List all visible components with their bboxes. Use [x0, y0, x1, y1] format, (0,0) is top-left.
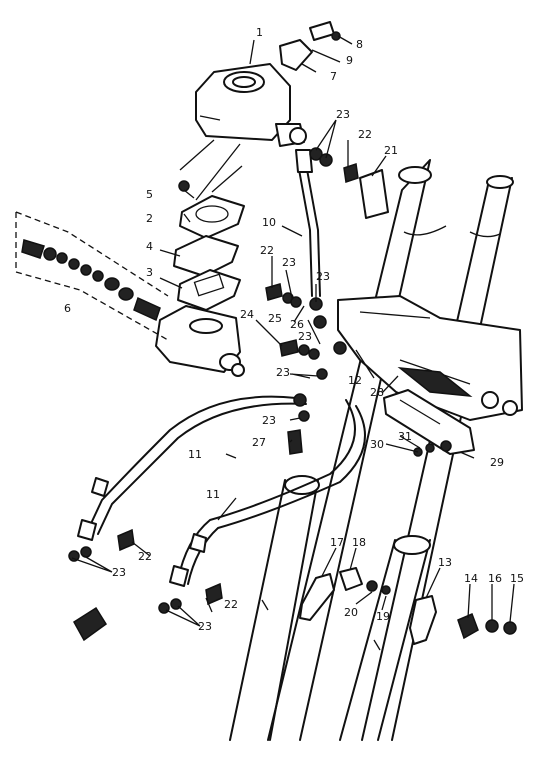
label-1: 1 — [256, 26, 263, 39]
label-14: 14 — [464, 572, 478, 585]
label-25: 25 — [268, 312, 282, 325]
label-23-g: 23 — [198, 620, 212, 633]
master-cylinder-top — [195, 63, 307, 147]
callout-labels: 1 2 3 4 5 6 7 8 9 10 11 11 12 13 14 15 1… — [64, 26, 524, 633]
label-7: 7 — [330, 70, 337, 83]
label-5: 5 — [146, 188, 153, 201]
label-24: 24 — [240, 308, 254, 321]
brake-hoses — [77, 149, 366, 587]
label-11-lower: 11 — [206, 488, 220, 501]
label-23-f: 23 — [112, 566, 126, 579]
label-23-d: 23 — [276, 366, 290, 379]
diaphragm-plates — [173, 139, 245, 311]
label-4: 4 — [146, 240, 153, 253]
label-2: 2 — [146, 212, 153, 225]
label-13: 13 — [438, 556, 452, 569]
label-27: 27 — [252, 436, 266, 449]
master-cylinder-lower — [155, 305, 245, 377]
label-18: 18 — [352, 536, 366, 549]
label-12: 12 — [348, 374, 362, 387]
label-22-c: 22 — [138, 550, 152, 563]
label-6: 6 — [64, 302, 71, 315]
label-3: 3 — [146, 266, 153, 279]
label-22-a: 22 — [358, 128, 372, 141]
label-23-b: 23 — [282, 256, 296, 269]
fittings — [68, 147, 435, 614]
label-23-h: 23 — [298, 330, 312, 343]
label-20: 20 — [344, 606, 358, 619]
label-22-b: 22 — [260, 244, 274, 257]
cap-7-screw-8 — [279, 21, 341, 71]
label-31: 31 — [398, 430, 412, 443]
label-23-a: 23 — [336, 108, 350, 121]
bracket-29 — [383, 389, 475, 455]
fork-bridge — [337, 295, 523, 421]
label-16: 16 — [488, 572, 502, 585]
leader-lines — [71, 35, 515, 627]
label-10: 10 — [262, 216, 276, 229]
label-19: 19 — [376, 610, 390, 623]
small-plate — [73, 606, 108, 642]
label-15: 15 — [510, 572, 524, 585]
label-21: 21 — [384, 144, 398, 157]
label-26: 26 — [290, 318, 304, 331]
label-30: 30 — [370, 438, 384, 451]
piston-kit-6 — [15, 211, 169, 341]
label-8: 8 — [356, 38, 363, 51]
lower-clamp-parts — [261, 567, 517, 651]
label-23-c: 23 — [316, 270, 330, 283]
fork-tubes — [229, 159, 514, 741]
label-22-d: 22 — [224, 598, 238, 611]
label-11-upper: 11 — [188, 448, 202, 461]
label-28: 28 — [370, 386, 384, 399]
label-29: 29 — [490, 456, 504, 469]
label-17: 17 — [330, 536, 344, 549]
label-9: 9 — [346, 54, 353, 67]
label-23-e: 23 — [262, 414, 276, 427]
